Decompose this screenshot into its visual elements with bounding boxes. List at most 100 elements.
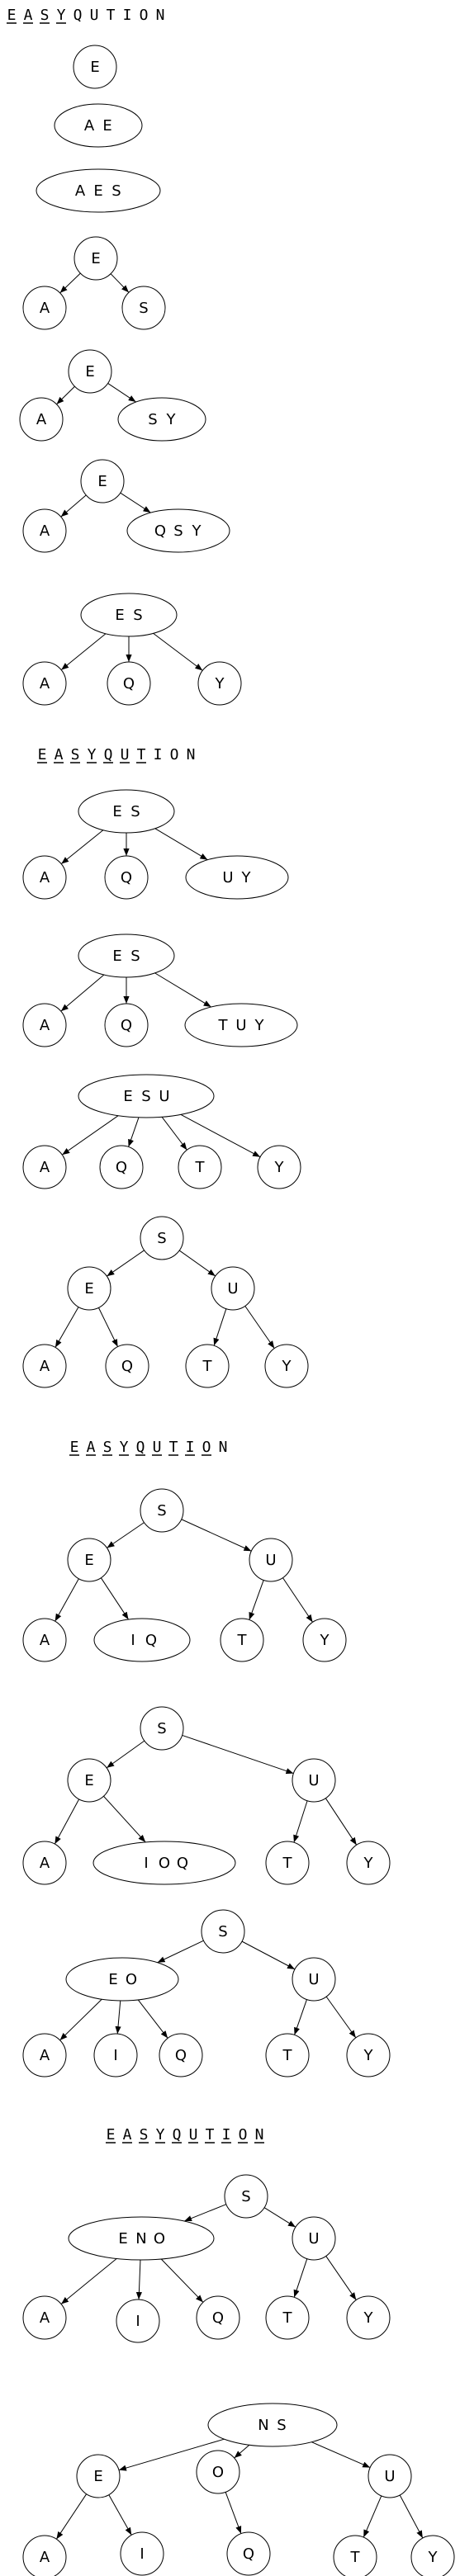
- node-shape: [36, 168, 161, 213]
- node-shape: [265, 2033, 310, 2077]
- tree-node: E: [67, 1538, 111, 1582]
- node-key: S: [277, 2417, 286, 2434]
- tree-edge: [293, 1800, 308, 1843]
- node-shape: [105, 1344, 149, 1388]
- tree-node: E: [80, 459, 125, 503]
- sequence-letter: I: [186, 1439, 195, 1456]
- node-key: E: [93, 2468, 102, 2485]
- sequence-letter: S: [103, 1439, 112, 1456]
- node-key: T: [282, 2309, 293, 2327]
- sequence-letter: A: [55, 746, 64, 763]
- sequence-letter: Q: [104, 746, 113, 763]
- node-shape: [73, 45, 117, 89]
- node-shape: [184, 1003, 298, 1047]
- node-key: S: [148, 411, 157, 428]
- node-shape: [93, 2033, 138, 2077]
- node-key: A: [40, 2047, 50, 2064]
- tree-edge: [135, 2259, 142, 2300]
- node-key: T: [350, 2549, 361, 2566]
- tree-node: A: [22, 2033, 67, 2077]
- tree-edge: [128, 1117, 140, 1147]
- tree-edge: [157, 1940, 204, 1964]
- tree-node: Y: [197, 661, 242, 706]
- node-key: S: [218, 1923, 227, 1940]
- node-shape: [65, 1957, 179, 2002]
- tree-edge: [54, 1798, 80, 1845]
- node-key: A: [84, 117, 95, 135]
- node-key: T: [195, 1159, 206, 1176]
- node-key: A: [40, 2549, 50, 2566]
- node-key: A: [40, 1017, 50, 1034]
- node-shape: [120, 2531, 164, 2576]
- tree-node: I: [116, 2299, 160, 2343]
- node-shape: [104, 855, 149, 900]
- tree-edge: [60, 974, 105, 1012]
- node-key: O: [126, 1971, 137, 1988]
- tree-edge: [55, 2493, 88, 2540]
- tree-node: U: [249, 1538, 293, 1582]
- node-key: S: [141, 1088, 150, 1105]
- tree-edge: [244, 1306, 275, 1349]
- node-shape: [22, 2535, 67, 2576]
- node-shape: [67, 1758, 111, 1803]
- node-key: T: [218, 1017, 229, 1034]
- node-key: A: [36, 411, 47, 428]
- node-shape: [19, 397, 64, 442]
- node-shape: [224, 2174, 268, 2219]
- tree-node: A: [22, 286, 67, 330]
- sequence-letter: T: [206, 2126, 215, 2144]
- node-key: N: [258, 2417, 268, 2434]
- node-key: O: [154, 2230, 165, 2248]
- node-key: Q: [212, 2309, 224, 2327]
- node-shape: [78, 1074, 215, 1118]
- tree-node: A: [22, 1618, 67, 1662]
- node-shape: [22, 855, 67, 900]
- tree-edge: [182, 1734, 294, 1775]
- sequence-letter: Q: [136, 1439, 145, 1456]
- tree-edge: [181, 1519, 252, 1552]
- tree-edge: [59, 1998, 102, 2041]
- node-shape: [22, 661, 67, 706]
- tree-node: S: [140, 1216, 184, 1260]
- tree-node: U: [292, 1957, 336, 2002]
- sequence-letter: N: [255, 2126, 264, 2144]
- node-key: I: [113, 2047, 117, 2064]
- node-shape: [333, 2535, 377, 2576]
- node-key: A: [40, 522, 50, 540]
- node-key: E: [112, 803, 121, 820]
- node-key: Q: [123, 675, 135, 692]
- tree-node: S: [201, 1909, 245, 1954]
- node-key: S: [133, 607, 142, 624]
- node-key: S: [130, 803, 140, 820]
- sequence-letter: E: [70, 1439, 79, 1456]
- tree-node: T: [265, 1841, 310, 1885]
- node-key: Q: [243, 2545, 254, 2563]
- node-shape: [68, 349, 112, 394]
- node-shape: [92, 1841, 236, 1885]
- sequence-letter: N: [156, 7, 165, 24]
- node-shape: [265, 1841, 310, 1885]
- tree-edge: [55, 1307, 79, 1348]
- sequence-letter: O: [202, 1439, 211, 1456]
- node-key: Y: [166, 411, 177, 428]
- node-shape: [264, 1344, 309, 1388]
- tree-node: Q: [226, 2531, 271, 2576]
- tree-node: I: [93, 2033, 138, 2077]
- sequence-letter: T: [137, 746, 146, 763]
- node-shape: [302, 1618, 347, 1662]
- tree-edge: [115, 2000, 121, 2035]
- tree-node: Q: [104, 1003, 149, 1047]
- tree-edge: [60, 2258, 117, 2304]
- node-key: I: [135, 2313, 140, 2330]
- node-key: U: [308, 1772, 319, 1789]
- tree-node: A: [22, 1003, 67, 1047]
- tree-edge: [325, 2256, 357, 2300]
- node-key: O: [159, 1855, 170, 1872]
